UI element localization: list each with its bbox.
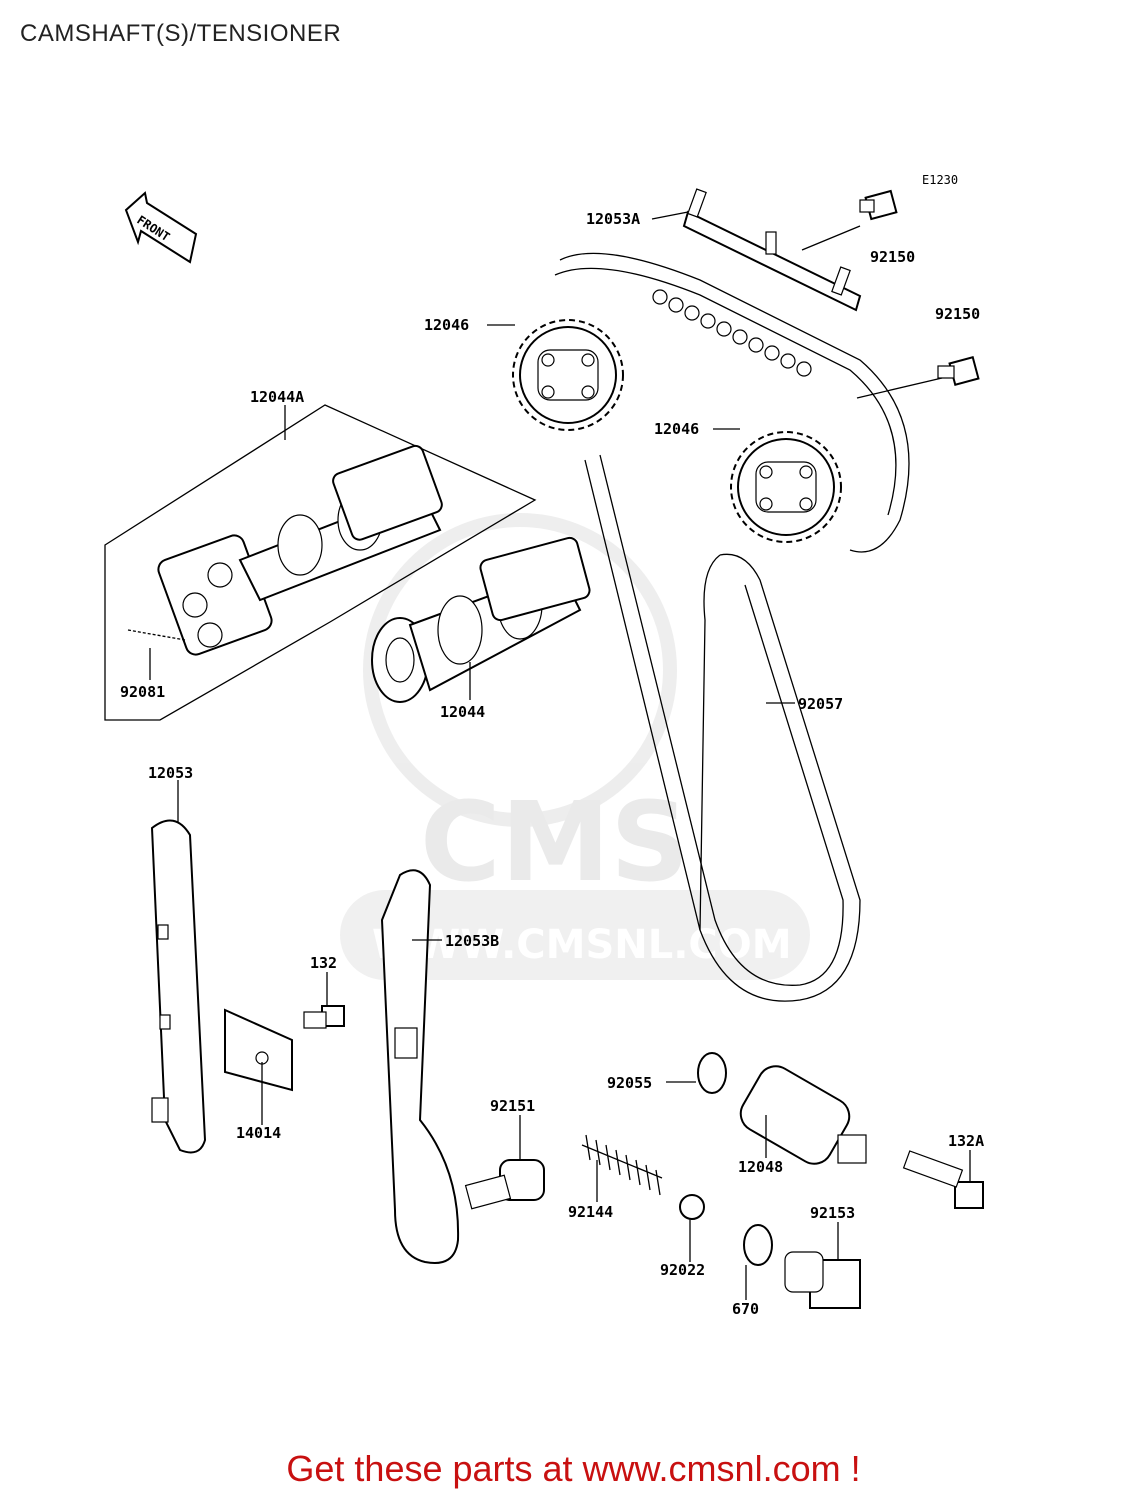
part-label-92150-a[interactable]: 92150 bbox=[870, 248, 915, 266]
part-label-92057[interactable]: 92057 bbox=[798, 695, 843, 713]
watermark-url: WWW.CMSNL.COM bbox=[372, 922, 792, 968]
spring-92144 bbox=[581, 1134, 663, 1196]
bolt-92150-a bbox=[859, 189, 898, 221]
part-label-12044[interactable]: 12044 bbox=[440, 703, 485, 721]
watermark: CMS WWW.CMSNL.COM bbox=[340, 513, 810, 980]
part-label-12044A[interactable]: 12044A bbox=[250, 388, 304, 406]
part-label-12053A[interactable]: 12053A bbox=[586, 210, 640, 228]
part-label-12048[interactable]: 12048 bbox=[738, 1158, 783, 1176]
part-label-670[interactable]: 670 bbox=[732, 1300, 759, 1318]
sprocket-upper bbox=[512, 319, 624, 431]
camshaft-12044A-box bbox=[104, 404, 537, 721]
sprocket-lower bbox=[730, 431, 842, 543]
diagram-code: E1230 bbox=[922, 173, 958, 187]
part-label-12053[interactable]: 12053 bbox=[148, 764, 193, 782]
chain-links bbox=[652, 289, 812, 377]
front-arrow-icon: FRONT bbox=[124, 191, 198, 264]
part-label-92144[interactable]: 92144 bbox=[568, 1203, 613, 1221]
part-label-12046-a[interactable]: 12046 bbox=[424, 316, 469, 334]
bolt-92150-b bbox=[937, 356, 980, 386]
part-label-92055[interactable]: 92055 bbox=[607, 1074, 652, 1092]
bolt-132A bbox=[902, 1150, 984, 1209]
o-ring-92055 bbox=[697, 1052, 727, 1094]
part-label-12053B[interactable]: 12053B bbox=[445, 932, 499, 950]
part-label-92153[interactable]: 92153 bbox=[810, 1204, 855, 1222]
part-label-132A[interactable]: 132A bbox=[948, 1132, 984, 1150]
cta-link[interactable]: Get these parts at www.cmsnl.com ! bbox=[286, 1448, 861, 1489]
camshaft-12044 bbox=[371, 536, 591, 703]
part-label-92151[interactable]: 92151 bbox=[490, 1097, 535, 1115]
plate-14014 bbox=[224, 1008, 293, 1092]
plug-92153 bbox=[784, 1251, 861, 1309]
timing-chain bbox=[554, 252, 910, 1002]
tensioner-12048 bbox=[739, 1065, 867, 1165]
leader-lines bbox=[149, 211, 971, 1300]
chain-guide-12053 bbox=[150, 819, 207, 1154]
part-label-12046-b[interactable]: 12046 bbox=[654, 420, 699, 438]
chain-guide-top bbox=[682, 188, 862, 312]
watermark-brand: CMS bbox=[420, 778, 689, 906]
part-label-92081[interactable]: 92081 bbox=[120, 683, 165, 701]
washer-92022 bbox=[679, 1194, 705, 1220]
bolt-132 bbox=[303, 1005, 345, 1029]
o-ring-670 bbox=[743, 1224, 773, 1266]
part-label-92150-b[interactable]: 92150 bbox=[935, 305, 980, 323]
page-title: CAMSHAFT(S)/TENSIONER bbox=[20, 20, 342, 47]
pin-92151 bbox=[464, 1159, 545, 1210]
chain-guide-12053B bbox=[380, 869, 460, 1264]
part-label-132[interactable]: 132 bbox=[310, 954, 337, 972]
part-label-14014[interactable]: 14014 bbox=[236, 1124, 281, 1142]
part-label-92022[interactable]: 92022 bbox=[660, 1261, 705, 1279]
